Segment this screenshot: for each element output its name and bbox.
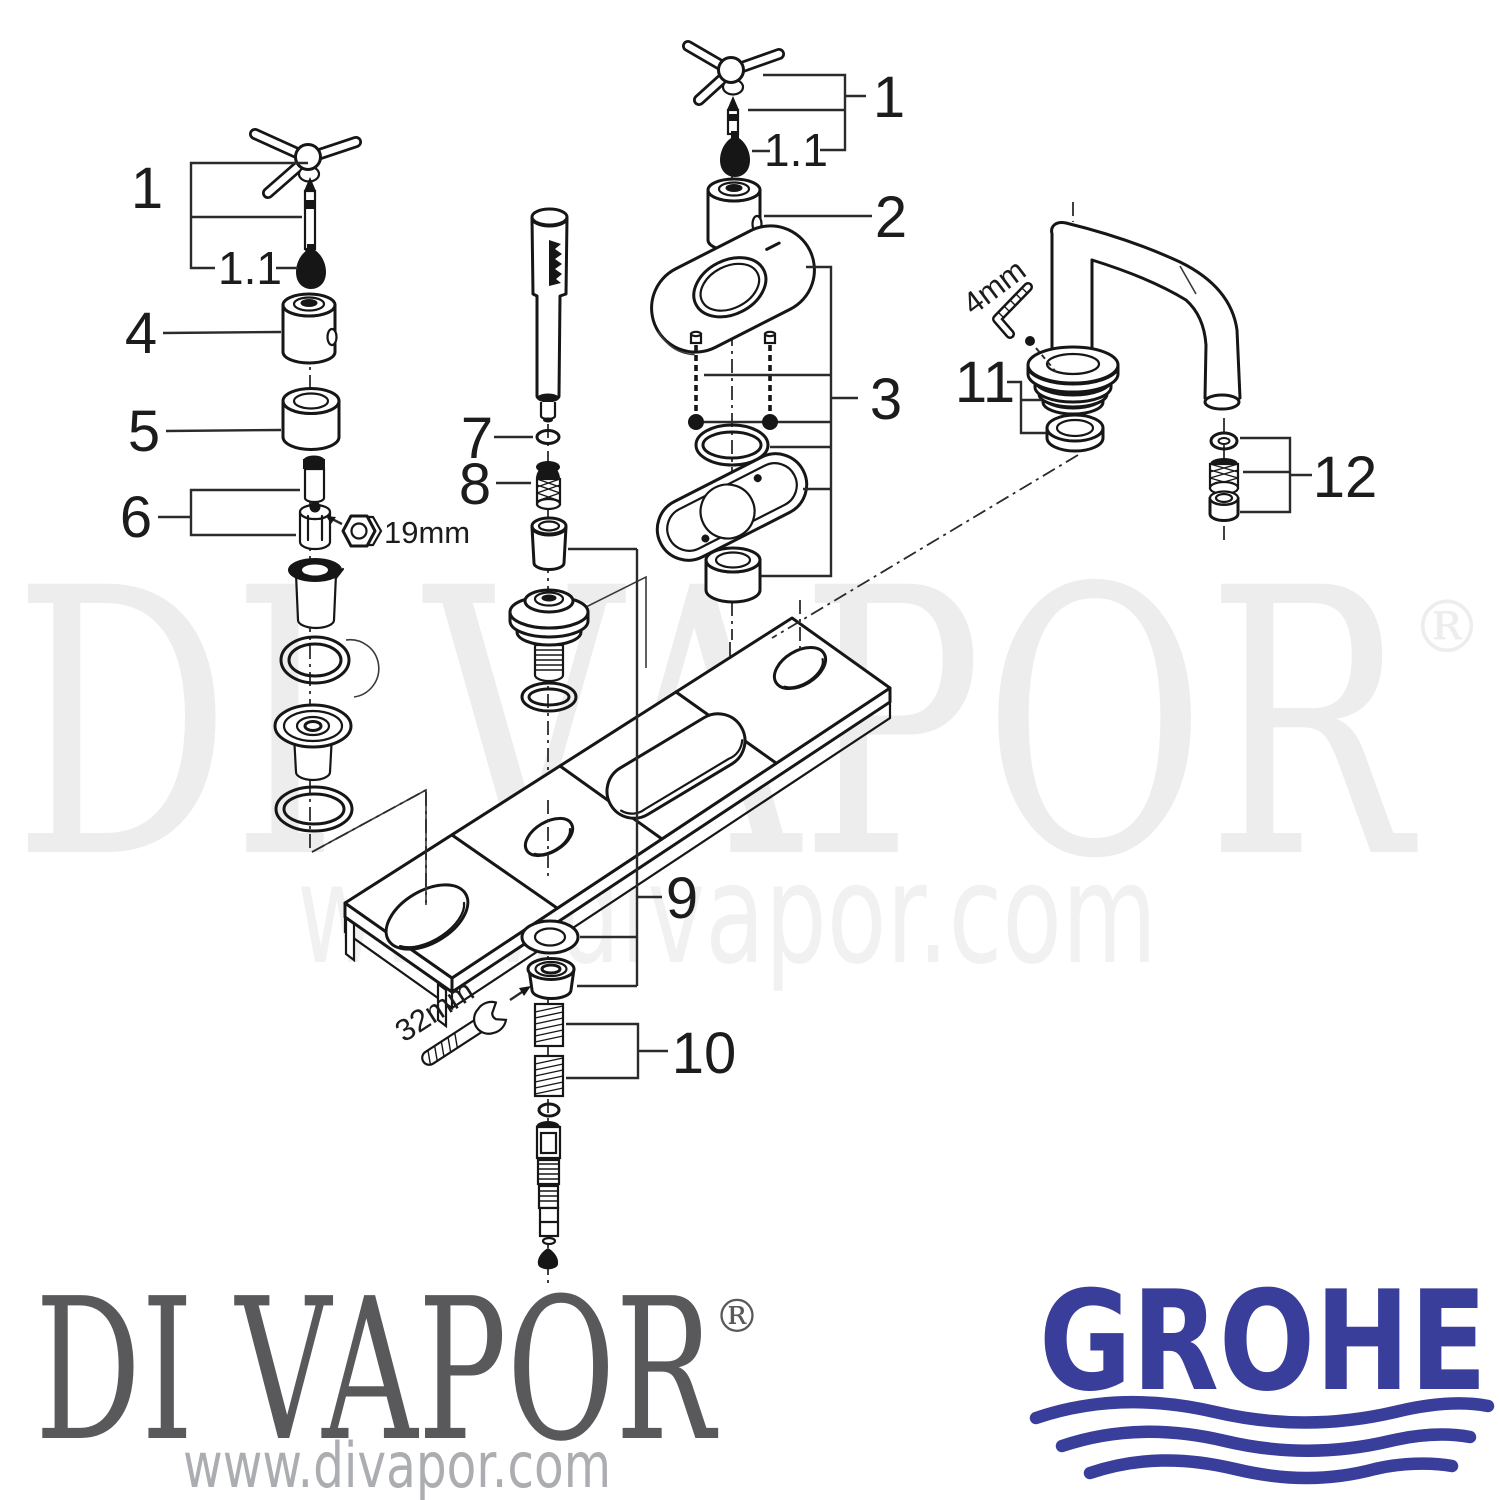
right-valve-assembly <box>650 40 831 604</box>
annotation-4mm: 4mm <box>956 252 1032 321</box>
left-handle-adapter-drawing <box>296 244 326 289</box>
mounting-plate-drawing <box>343 600 892 1029</box>
callout-1-left: 1 <box>131 156 163 221</box>
left-valve-drawing <box>281 292 338 365</box>
callout-1-right: 1 <box>873 65 905 130</box>
escutcheon-set-drawing <box>650 224 831 604</box>
escutcheon-gasket-drawing <box>655 452 809 562</box>
callout-10: 10 <box>672 1021 737 1086</box>
callout-1-1-right: 1.1 <box>764 124 828 176</box>
callout-numbers: 1 1.1 4 5 6 7 8 9 10 1 1.1 2 3 11 12 <box>120 65 1377 1086</box>
left-extension-drawing <box>298 455 332 551</box>
annotation-19mm: 19mm <box>384 515 470 550</box>
left-valve-seat-drawing <box>288 558 345 630</box>
shower-filter-drawing <box>535 461 562 511</box>
grohe-logo-text: GROHE <box>1039 1261 1487 1422</box>
allen-key-icon <box>992 282 1057 373</box>
left-bushing-drawing <box>273 703 353 782</box>
watermark-registered-icon: ® <box>1411 585 1483 669</box>
callout-7: 7 <box>461 406 493 471</box>
right-handle-adapter-drawing <box>720 131 750 177</box>
middle-flanged-piece-drawing <box>508 588 590 683</box>
spanner-icon <box>421 986 531 1066</box>
escutcheon-screws-drawing <box>688 330 831 430</box>
right-spindle-drawing <box>726 96 740 136</box>
axis-diagonal-spout <box>771 454 1079 639</box>
spout-base-ring-drawing <box>1045 413 1105 453</box>
callout-6: 6 <box>120 485 152 550</box>
plate-skirt-front <box>450 700 892 1010</box>
plate-hole-small <box>523 816 575 858</box>
escutcheon-oring-drawing <box>694 423 831 467</box>
hex-socket-icon <box>326 514 383 548</box>
divapor-logo-text: DI VAPOR <box>35 1257 719 1485</box>
left-valve-assembly <box>249 128 380 833</box>
callout-1-1-left: 1.1 <box>218 242 282 294</box>
spout-tube-inner <box>1090 258 1208 400</box>
plate-divider-1 <box>450 833 559 910</box>
divapor-registered-icon: ® <box>714 1289 760 1343</box>
callout-3: 3 <box>870 367 902 432</box>
grohe-wave-1 <box>1029 1395 1495 1429</box>
escutcheon-bushing-drawing <box>704 546 762 604</box>
middle-sleeve-drawing <box>530 516 568 571</box>
grohe-logo: GROHE <box>1029 1261 1495 1485</box>
grohe-wave-2 <box>1055 1425 1477 1457</box>
grohe-wave-3 <box>1083 1454 1459 1485</box>
callout-leaders <box>158 73 1312 1080</box>
spout-tube-outer <box>1050 221 1242 400</box>
middle-oring-drawing <box>520 681 578 713</box>
shower-seal-drawing <box>535 429 561 445</box>
diverter-drawing <box>533 1002 565 1270</box>
divapor-url-text: www.divapor.com <box>183 1429 611 1500</box>
plate-hole-large <box>384 883 470 951</box>
grohe-waves-icon <box>1029 1395 1495 1485</box>
left-oring-upper-drawing <box>279 635 380 698</box>
callout-9: 9 <box>666 866 698 931</box>
plate-hole-right <box>772 645 828 691</box>
spout-outlet <box>1203 393 1241 411</box>
left-oring-lower-drawing <box>274 785 354 833</box>
axis-diagonal-left <box>311 789 427 853</box>
callout-5: 5 <box>128 399 160 464</box>
right-handle-drawing <box>682 40 785 106</box>
plate-slot-oval <box>605 712 747 820</box>
flanged-nut-drawing <box>526 957 576 1000</box>
spout-assembly <box>992 221 1242 522</box>
callout-12: 12 <box>1313 445 1378 510</box>
left-spacer-drawing <box>281 387 341 451</box>
left-spindle-drawing <box>303 177 317 253</box>
hand-shower-drawing <box>530 207 569 423</box>
callout-4: 4 <box>125 301 157 366</box>
callout-8: 8 <box>459 452 491 517</box>
divapor-logo: DI VAPOR ® www.divapor.com <box>35 1257 760 1500</box>
spout-seals-drawing <box>1208 431 1240 522</box>
hand-shower-assembly <box>508 207 590 1270</box>
spout-base-flange-drawing <box>1026 345 1120 416</box>
washer-drawing <box>520 919 580 955</box>
shower-knurl-patch <box>549 240 562 286</box>
plate-foot-left <box>344 915 356 963</box>
plate-foot-front <box>436 981 448 1029</box>
callout-11: 11 <box>955 350 1015 415</box>
callout-2: 2 <box>875 185 907 250</box>
